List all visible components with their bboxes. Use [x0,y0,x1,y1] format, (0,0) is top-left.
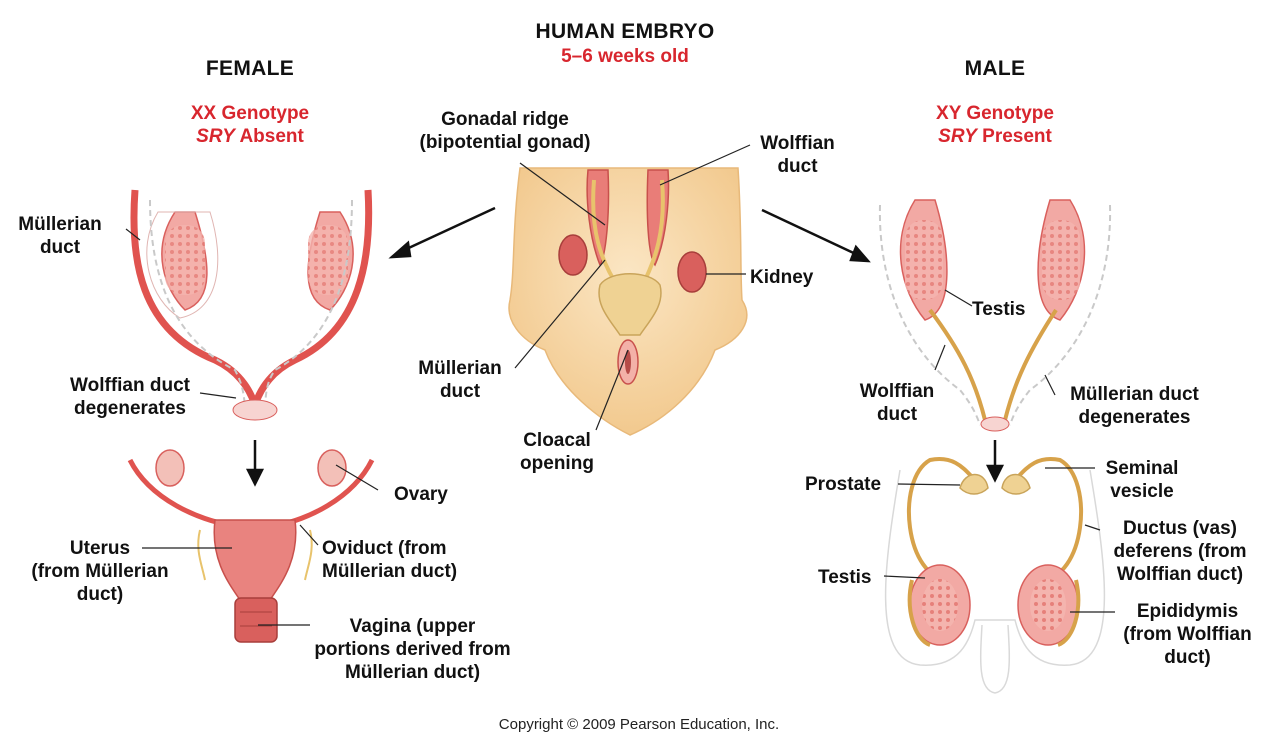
label-testis-top: Testis [972,299,1026,320]
male-sry-gene: SRY [938,126,977,147]
label-line: Wolffian duct [70,375,190,396]
female-genotype: XX Genotype [190,103,310,124]
label-line: opening [520,453,594,474]
female-adult-illustration [127,449,375,643]
label-line: (from Müllerian [31,561,169,582]
female-sry-status: Absent [239,126,304,147]
label-line: Uterus [69,538,131,559]
label-prostate: Prostate [805,474,882,495]
label-ductus-deferens: Ductus (vas) deferens (from Wolffian duc… [1100,517,1260,586]
label-ovary: Ovary [394,484,448,505]
label-testis-bottom: Testis [818,567,872,588]
label-line: deferens (from [1113,541,1247,562]
label-female-mullerian-duct: Müllerian duct [5,213,115,259]
label-male-wolffian-duct: Wolffian duct [842,380,952,426]
label-line: duct [777,156,818,177]
label-line: Wolffian [859,381,935,402]
label-line: Oviduct (from [322,538,447,559]
female-early-illustration [130,189,373,421]
label-line: Gonadal ridge [441,109,569,130]
label-uterus: Uterus (from Müllerian duct) [10,537,190,606]
male-genotype: XY Genotype [936,103,1054,124]
label-cloacal-opening: Cloacal opening [502,429,612,475]
label-line: degenerates [1078,407,1191,428]
label-line: (from Wolffian [1123,624,1252,645]
label-line: Müllerian duct [1070,384,1199,405]
label-line: vesicle [1110,481,1174,502]
label-line: duct) [76,584,124,605]
label-line: Cloacal [523,430,591,451]
label-line: Müllerian [418,358,502,379]
label-line: Seminal [1105,458,1179,479]
label-embryo-mullerian-duct: Müllerian duct [405,357,515,403]
label-line: duct [439,381,481,402]
embryo-illustration [508,167,748,436]
label-line: duct [39,237,81,258]
label-line: Vagina (upper [349,616,476,637]
label-female-wolffian-degenerates: Wolffian duct degenerates [50,374,210,420]
female-sry-gene: SRY [196,126,235,147]
male-sry: SRY Present [880,125,1110,148]
label-line: Müllerian duct) [322,561,458,582]
label-line: duct [876,404,918,425]
diagram-title: HUMAN EMBRYO [535,20,715,43]
label-line: Epididymis [1136,601,1239,622]
label-line: degenerates [74,398,186,419]
male-heading: MALE [964,57,1026,80]
label-line: Wolffian duct) [1116,564,1244,585]
label-line: portions derived from [314,639,511,660]
label-line: Wolffian [760,133,835,154]
female-sry: SRY Absent [135,125,365,148]
label-line: Müllerian duct) [344,662,481,683]
label-line: (bipotential gonad) [419,132,591,153]
label-seminal-vesicle: Seminal vesicle [1092,457,1192,503]
label-line: duct) [1164,647,1211,668]
label-epididymis: Epididymis (from Wolffian duct) [1105,600,1270,669]
arrows [245,206,1005,487]
label-line: Müllerian [18,214,102,235]
label-embryo-wolffian-duct: Wolffian duct [745,132,850,178]
male-early-illustration [878,199,1112,432]
label-oviduct: Oviduct (from Müllerian duct) [322,537,457,583]
male-sry-status: Present [982,126,1052,147]
male-adult-illustration [884,457,1106,694]
label-vagina: Vagina (upper portions derived from Müll… [300,615,525,684]
copyright-notice: Copyright © 2009 Pearson Education, Inc. [498,716,780,733]
label-kidney: Kidney [750,267,814,288]
female-heading: FEMALE [205,57,295,80]
diagram-subtitle: 5–6 weeks old [561,46,689,67]
label-line: Ductus (vas) [1122,518,1238,539]
leader-lines [125,144,1115,626]
label-mullerian-degenerates: Müllerian duct degenerates [1052,383,1217,429]
label-gonadal-ridge: Gonadal ridge (bipotential gonad) [395,108,615,154]
